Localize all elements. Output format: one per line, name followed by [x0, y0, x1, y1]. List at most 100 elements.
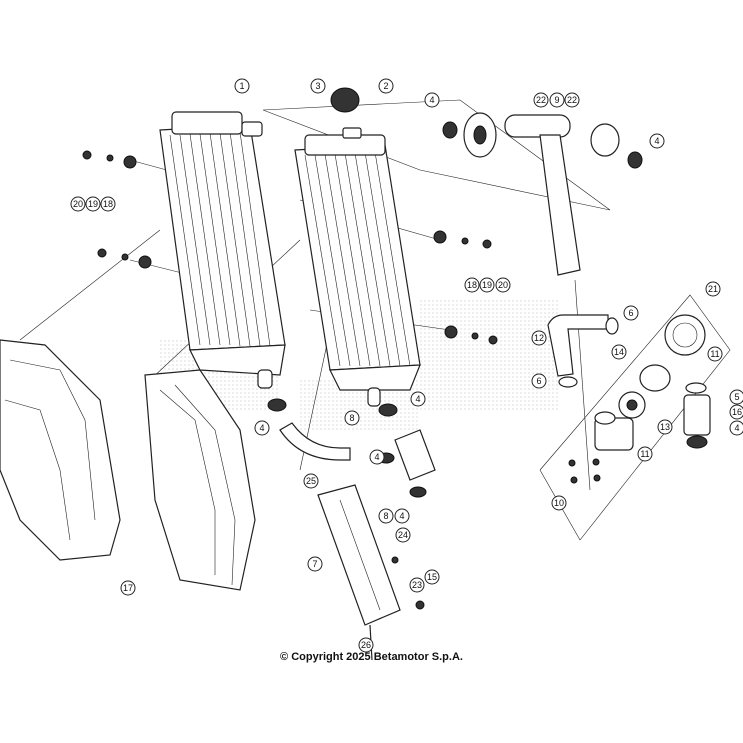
callout-4: 4 [729, 420, 743, 436]
callout-12: 12 [531, 330, 547, 346]
callout-circle [649, 133, 665, 149]
callout-number: 25 [306, 476, 316, 486]
hoses [267, 314, 711, 498]
callout-number: 4 [259, 423, 264, 433]
callout-number: 18 [103, 199, 113, 209]
callout-22: 22 [533, 92, 549, 108]
callout-circle [531, 373, 547, 389]
callout-circle [729, 389, 743, 405]
callout-circle [464, 277, 480, 293]
callout-number: 19 [88, 199, 98, 209]
callout-circle [378, 508, 394, 524]
callout-circle [611, 344, 627, 360]
callout-number: 4 [654, 136, 659, 146]
callout-8: 8 [344, 410, 360, 426]
callout-26: 26 [358, 637, 374, 653]
callout-circle [120, 580, 136, 596]
callout-23: 23 [409, 577, 425, 593]
callout-number: 5 [734, 392, 739, 402]
callout-number: 9 [554, 95, 559, 105]
copyright-notice: © Copyright 2025 Betamotor S.p.A. [280, 651, 463, 663]
callout-number: 7 [312, 559, 317, 569]
callout-15: 15 [424, 569, 440, 585]
callout-10: 10 [551, 495, 567, 511]
callout-circle [623, 305, 639, 321]
callout-number: 21 [708, 284, 718, 294]
callout-4: 4 [369, 449, 385, 465]
callout-circle [254, 420, 270, 436]
callout-number: 22 [536, 95, 546, 105]
callout-circle [657, 419, 673, 435]
callout-number: 11 [710, 349, 719, 359]
callout-14: 14 [611, 344, 627, 360]
callout-circle [85, 196, 101, 212]
callout-number: 6 [628, 308, 633, 318]
callout-number: 1 [239, 81, 244, 91]
callout-8: 8 [378, 508, 394, 524]
callout-circle [394, 508, 410, 524]
callout-circle [531, 330, 547, 346]
callout-number: 26 [361, 640, 371, 650]
expansion-tank [317, 484, 401, 661]
callout-17: 17 [120, 580, 136, 596]
bolts-washers [82, 150, 498, 610]
callout-number: 10 [554, 498, 564, 508]
radiator-shroud-outer [0, 339, 121, 561]
callout-circle [303, 473, 319, 489]
callout-number: 11 [640, 449, 649, 459]
callout-number: 18 [467, 280, 477, 290]
callout-number: 20 [498, 280, 508, 290]
callout-11: 11 [707, 346, 723, 362]
callout-20: 20 [495, 277, 511, 293]
callout-5: 5 [729, 389, 743, 405]
radiator-cap [330, 87, 360, 113]
callout-number: 3 [315, 81, 320, 91]
callout-circle [549, 92, 565, 108]
callout-number: 4 [399, 511, 404, 521]
callout-circle [310, 78, 326, 94]
radiator-right [294, 127, 421, 407]
radiator-left [159, 111, 286, 389]
callout-number: 4 [734, 423, 739, 433]
callout-22: 22 [564, 92, 580, 108]
callout-2: 2 [378, 78, 394, 94]
callout-6: 6 [531, 373, 547, 389]
callout-24: 24 [395, 527, 411, 543]
callout-circle [369, 449, 385, 465]
callout-1: 1 [234, 78, 250, 94]
callout-circle [307, 556, 323, 572]
callout-circle [637, 446, 653, 462]
callout-circle [424, 92, 440, 108]
callout-number: 16 [732, 407, 742, 417]
callout-circle [705, 281, 721, 297]
callout-9: 9 [549, 92, 565, 108]
callout-7: 7 [307, 556, 323, 572]
thermostat-housing [568, 314, 706, 484]
callout-number: 15 [427, 572, 437, 582]
callout-circle [395, 527, 411, 543]
callout-number: 4 [429, 95, 434, 105]
bypass-tee [442, 112, 643, 276]
callout-3: 3 [310, 78, 326, 94]
callout-circle [70, 196, 86, 212]
callout-circle [344, 410, 360, 426]
callout-18: 18 [464, 277, 480, 293]
callout-19: 19 [479, 277, 495, 293]
callout-4: 4 [410, 391, 426, 407]
callout-4: 4 [649, 133, 665, 149]
callout-number: 2 [383, 81, 388, 91]
callout-16: 16 [729, 404, 743, 420]
callout-number: 6 [536, 376, 541, 386]
callout-circle [564, 92, 580, 108]
callout-circle [100, 196, 116, 212]
callout-6: 6 [623, 305, 639, 321]
callout-number: 20 [73, 199, 83, 209]
callout-4: 4 [394, 508, 410, 524]
callout-4: 4 [424, 92, 440, 108]
callout-number: 22 [567, 95, 577, 105]
callout-number: 17 [123, 583, 133, 593]
callout-number: 13 [660, 422, 670, 432]
callout-circle [729, 420, 743, 436]
